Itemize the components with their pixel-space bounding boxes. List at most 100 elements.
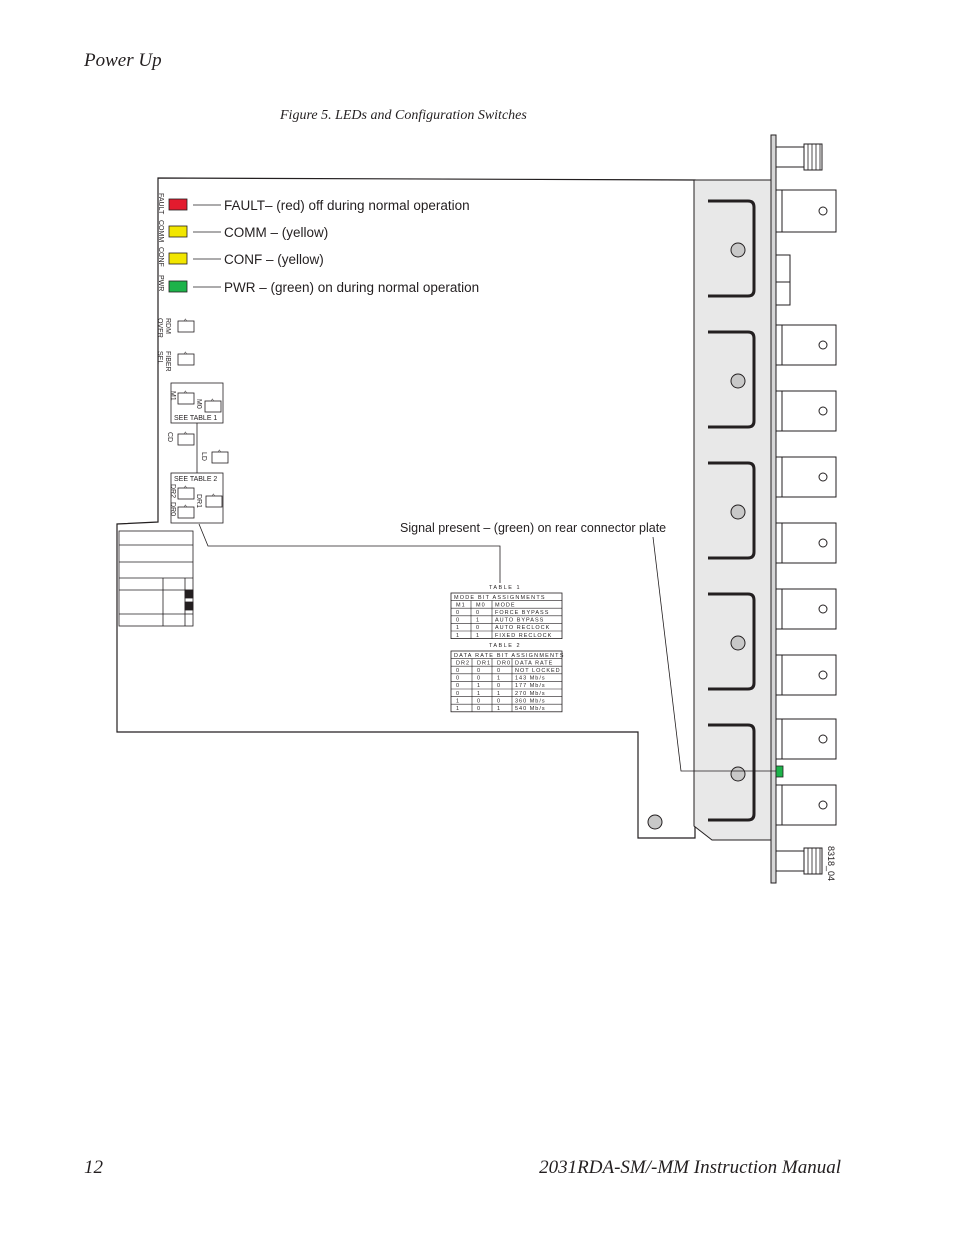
running-header-section: Power Up [84,50,162,71]
table-cell: 1 [497,706,501,712]
label-m1: M1 [169,391,176,401]
table-header-cell: DR1 [477,660,491,666]
table-header-cell: M0 [476,602,486,608]
thumbscrew-bottom [775,847,823,875]
led-indicator [168,280,188,293]
table-cell: FORCE BYPASS [495,610,549,616]
label-dr2: DR2 [169,484,176,498]
table-cell: AUTO RECLOCK [495,625,550,631]
table-cell: 0 [456,618,460,624]
bnc-connector [775,189,837,233]
switch-arrows: ^^^ ^^^ ^^^ [184,319,221,511]
table-cell: 1 [456,625,460,631]
table-leader-line [198,523,501,583]
table-cell: 1 [456,706,460,712]
svg-text:^: ^ [211,399,214,405]
led-code-label: FAULT [157,193,164,215]
bnc-connector [775,718,837,760]
table-cell: 0 [476,610,480,616]
table-label: TABLE 1 [489,585,521,591]
table-cell: 0 [476,625,480,631]
table-cell: 0 [477,706,481,712]
table-header-cell: M1 [456,602,466,608]
switch-labels: RDM OVER FIBER SEL M1 M0 CD LD DR2 DR0 D… [156,318,207,516]
table-cell: 0 [497,698,501,704]
label-over: OVER [156,318,163,338]
bnc-connector [775,522,837,564]
table-cell: 0 [456,691,460,697]
table-cell: 0 [497,683,501,689]
table-cell: 1 [456,633,460,639]
table-cell: 540 Mb/s [515,706,546,712]
svg-text:^: ^ [184,391,187,397]
bnc-connector [775,390,837,432]
table-cell: 0 [456,676,460,682]
figure-caption: Figure 5. LEDs and Configuration Switche… [280,108,527,123]
table-cell: 1 [476,618,480,624]
bnc-connector [775,456,837,498]
table-cell: 0 [477,676,481,682]
label-cd: CD [166,432,173,442]
table-cell: NOT LOCKED [515,668,561,674]
signal-present-callout: Signal present – (green) on rear connect… [400,521,666,535]
label-m0: M0 [195,399,202,409]
led-indicator [168,198,188,211]
table-title: MODE BIT ASSIGNMENTS [454,595,546,601]
signal-present-led [775,765,784,778]
see-table-1-label: SEE TABLE 1 [174,415,217,422]
table-cell: 0 [456,668,460,674]
svg-text:^: ^ [212,494,215,500]
board-mounting-hole [647,814,663,830]
table-header-cell: DR0 [497,660,511,666]
label-fiber: FIBER [164,351,171,372]
svg-text:^: ^ [184,352,187,358]
bnc-connector [775,588,837,630]
led-code-label: CONF [157,247,164,267]
thumbscrew-top [775,143,823,171]
led-indicator [168,225,188,238]
table-header-cell: DR2 [456,660,470,666]
table-cell: 360 Mb/s [515,698,546,704]
label-dr1: DR1 [195,494,202,508]
table-cell: 0 [477,668,481,674]
table-cell: 143 Mb/s [515,676,546,682]
table-cell: 1 [497,676,501,682]
table-cell: 0 [497,668,501,674]
svg-text:^: ^ [218,450,221,456]
drawing-id: 8318_04 [826,846,836,881]
table-cell: 0 [456,610,460,616]
table-header-cell: MODE [495,602,516,608]
table-cell: AUTO BYPASS [495,618,544,624]
table-cell: 0 [477,698,481,704]
label-dr0: DR0 [169,502,176,516]
led-indicator [168,252,188,265]
svg-text:^: ^ [184,319,187,325]
table-cell: 177 Mb/s [515,683,546,689]
led-code-label: PWR [157,275,164,291]
table-cell: 1 [477,691,481,697]
table-cell: 0 [456,683,460,689]
label-rdm: RDM [164,318,171,334]
plate-brackets [708,199,756,822]
edge-connector-block [118,530,194,627]
table-header-cell: DATA RATE [515,660,553,666]
bnc-connector [775,654,837,696]
led-group: FAULT FAULT– (red) off during normal oper… [157,193,479,295]
table-cell: 1 [456,698,460,704]
svg-text:^: ^ [184,486,187,492]
plate-small-block [775,254,791,306]
board-outline [116,177,696,839]
rear-plate-edge [770,134,777,884]
led-callout: FAULT– (red) off during normal operation [224,198,470,213]
led-callout: CONF – (yellow) [224,252,324,267]
bnc-connector [775,324,837,366]
table-title: DATA RATE BIT ASSIGNMENTS [454,653,565,659]
table-cell: 1 [476,633,480,639]
table-label: TABLE 2 [489,643,521,649]
config-switches [177,320,229,519]
led-fault: FAULT FAULT– (red) off during normal oper… [157,193,470,215]
see-table-2-box: SEE TABLE 2 [170,472,224,524]
